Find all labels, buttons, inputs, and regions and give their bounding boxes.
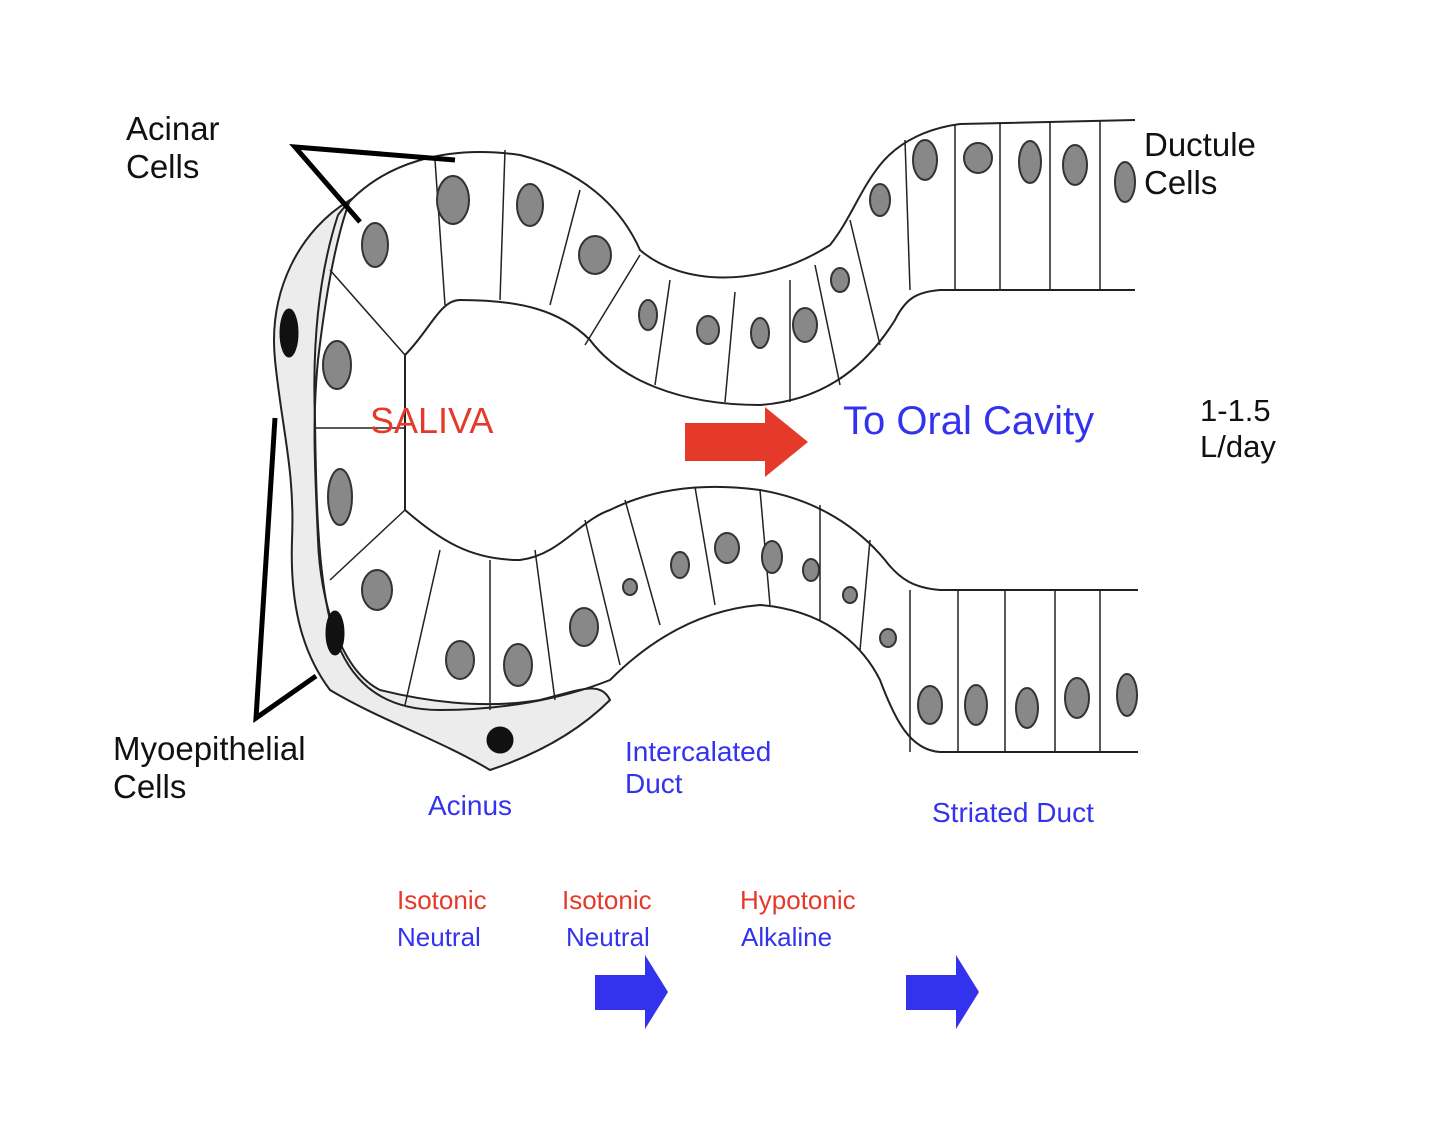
myoepithelial-layer (273, 197, 612, 772)
property-2-ph: Neutral (566, 922, 650, 952)
to-oral-cavity-label: To Oral Cavity (843, 399, 1095, 443)
acinus-label: Acinus (428, 790, 513, 821)
myoepithelial-nuclei (279, 308, 514, 754)
intercalated-duct-label: Intercalated Duct (625, 736, 772, 800)
lower-epithelium-outer (329, 603, 1138, 753)
upper-epithelium-outer (337, 119, 1136, 279)
property-1-ph: Neutral (397, 922, 481, 952)
striated-duct-label: Striated Duct (932, 797, 1094, 828)
myoepithelial-cells-leader (253, 417, 318, 724)
saliva-label: SALIVA (370, 400, 494, 441)
property-3-tonicity: Hypotonic (740, 885, 856, 915)
lower-epithelium-lumen (404, 485, 1138, 591)
myoepithelial-cells-label: Myoepithelial Cells (113, 730, 306, 805)
ductule-cells-label: Ductule Cells (1144, 126, 1256, 201)
acinar-cells-leader (289, 144, 456, 224)
property-2-tonicity: Isotonic (562, 885, 652, 915)
flow-rate-label: 1-1.5 L/day (1200, 393, 1276, 464)
upper-epithelium-lumen (404, 289, 1135, 407)
property-1-tonicity: Isotonic (397, 885, 487, 915)
lower-cell-dividers (329, 486, 1101, 752)
upper-cell-dividers (329, 121, 1101, 403)
property-3-ph: Alkaline (741, 922, 833, 952)
cell-nuclei (322, 139, 1138, 729)
progress-arrow-2-icon (906, 955, 979, 1029)
progress-arrow-1-icon (595, 955, 668, 1029)
leader-lines (253, 144, 456, 724)
acinus-left-wall (313, 214, 339, 621)
acinar-cells-label: Acinar Cells (126, 110, 220, 185)
flow-arrow-icon (685, 407, 808, 477)
